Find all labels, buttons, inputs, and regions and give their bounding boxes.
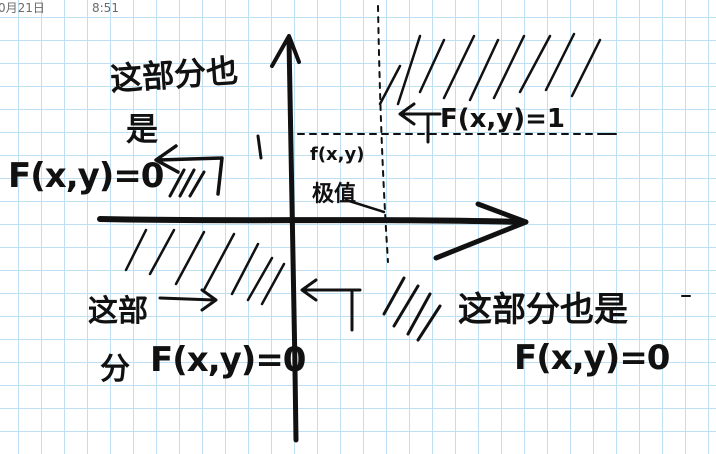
extremum-label-line2: 极值 <box>312 182 357 207</box>
date-label: 0月21日 <box>0 1 45 15</box>
hatching-top-right <box>378 32 602 106</box>
vertical-dashed-line <box>377 5 389 263</box>
arrow-bottom-right-label <box>300 278 362 332</box>
hatching-bottom-right <box>382 276 442 342</box>
function-label-left: F(x,y)=0 <box>8 156 164 196</box>
arrow-bottom-left-label <box>158 288 218 312</box>
region-bottom-right-label: 这部分也是 <box>458 290 628 330</box>
extremum-label-line1: f(x,y) <box>310 144 365 165</box>
function-label-top-right: F(x,y)=1 <box>440 104 565 134</box>
region-top-left-label-line1: 这部分也 <box>108 51 240 99</box>
time-label: 8:51 <box>92 1 119 15</box>
region-bottom-left-label-line2: 分 <box>100 352 130 387</box>
function-label-bottom-left: F(x,y)=0 <box>150 340 306 380</box>
arrow-left-label <box>154 144 224 196</box>
function-label-bottom-right: F(x,y)=0 <box>514 338 670 378</box>
x-axis-arrowhead <box>433 201 529 261</box>
y-axis-arrowhead <box>270 34 301 68</box>
arrow-top-right-label <box>398 102 442 144</box>
arrow-extremum-label <box>344 198 386 214</box>
region-bottom-left-label-line1: 这部 <box>88 294 148 329</box>
extremum-marker <box>256 134 263 160</box>
y-axis <box>286 37 299 443</box>
hatching-bottom-left <box>124 228 286 306</box>
hatching-left <box>168 168 206 198</box>
region-top-left-label-line2: 是 <box>126 110 159 148</box>
x-axis <box>97 216 525 225</box>
